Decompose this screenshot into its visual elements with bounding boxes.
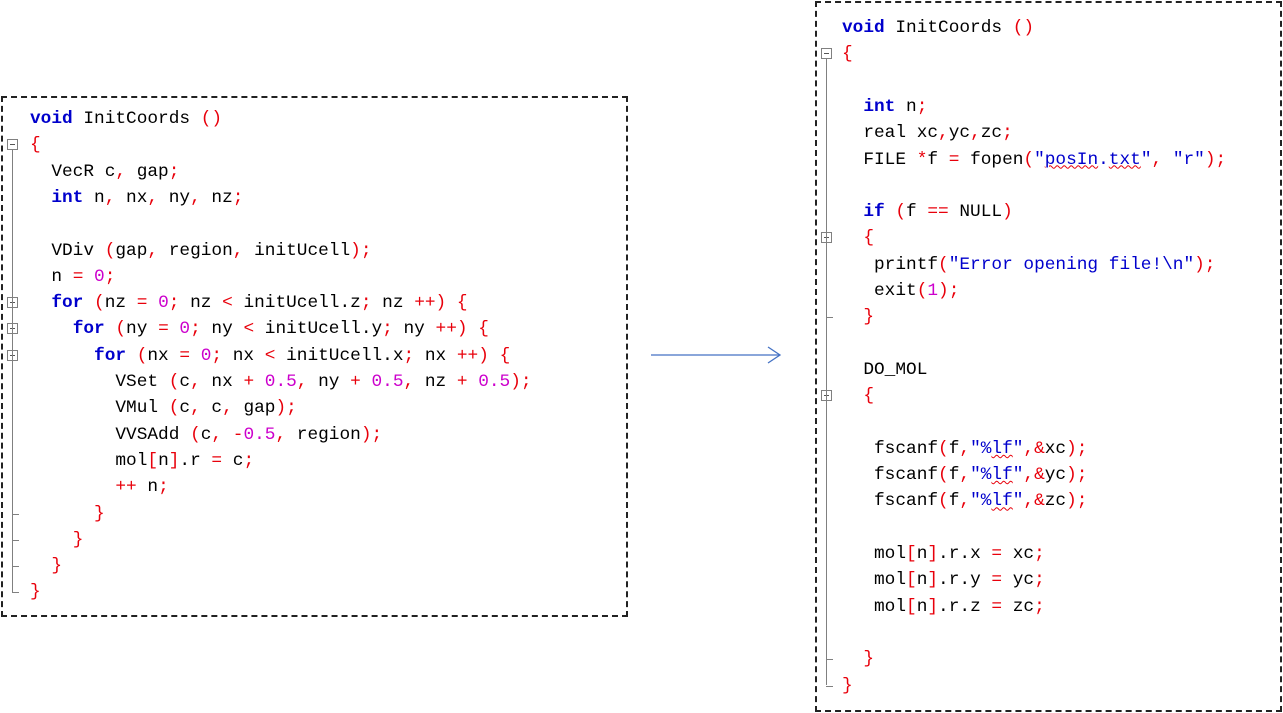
code-line: VecR c, gap; bbox=[51, 161, 180, 182]
code-line: { bbox=[842, 44, 853, 65]
code-line: } bbox=[51, 556, 63, 577]
code-line: { bbox=[863, 228, 875, 249]
fold-end-tick bbox=[826, 317, 833, 319]
code-line: fscanf(f,"%lf",&xc); bbox=[874, 438, 1088, 459]
arrow-right-icon bbox=[651, 346, 782, 364]
code-line: ++ n; bbox=[115, 477, 169, 498]
modified-code-panel: void InitCoords () { int n; real xc,yc,zc… bbox=[815, 1, 1282, 712]
code-line: if (f == NULL) bbox=[863, 202, 1013, 223]
code-line: mol[n].r.x = xc; bbox=[874, 544, 1045, 564]
code-line: } bbox=[863, 649, 875, 670]
code-line: real xc,yc,zc; bbox=[863, 123, 1013, 144]
code-line: int n, nx, ny, nz; bbox=[51, 187, 244, 208]
code-line: } bbox=[863, 307, 875, 328]
code-line: } bbox=[30, 582, 41, 603]
code-line: VVSAdd (c, -0.5, region); bbox=[115, 424, 383, 445]
code-line: fscanf(f,"%lf",&zc); bbox=[874, 491, 1088, 512]
fold-guide-line bbox=[826, 59, 827, 686]
code-line: int n; bbox=[863, 96, 928, 117]
fold-end-tick bbox=[826, 659, 833, 661]
code-line: void InitCoords () bbox=[30, 109, 223, 129]
original-code-panel: void InitCoords () { VecR c, gap; int n, … bbox=[1, 96, 628, 617]
code-line: mol[n].r.y = yc; bbox=[874, 570, 1045, 591]
code-line: printf("Error opening file!\n"); bbox=[874, 254, 1216, 275]
code-line: FILE *f = fopen("posIn.txt", "r"); bbox=[863, 149, 1227, 170]
fold-end-tick bbox=[12, 566, 19, 568]
code-line: n = 0; bbox=[51, 266, 116, 287]
code-line: VSet (c, nx + 0.5, ny + 0.5, nz + 0.5); bbox=[115, 372, 532, 392]
code-line: DO_MOL bbox=[863, 359, 928, 380]
code-line: for (nz = 0; nz < initUcell.z; nz ++) { bbox=[51, 293, 468, 314]
code-line: fscanf(f,"%lf",&yc); bbox=[874, 465, 1088, 486]
fold-end-tick bbox=[12, 539, 19, 541]
code-line: VDiv (gap, region, initUcell); bbox=[51, 240, 372, 261]
fold-end-tick bbox=[12, 513, 19, 515]
code-line: mol[n].r.z = zc; bbox=[874, 596, 1045, 617]
code-line: } bbox=[94, 503, 105, 524]
code-line: mol[n].r = c; bbox=[115, 450, 255, 471]
code-line: { bbox=[30, 135, 41, 156]
fold-collapse-icon[interactable] bbox=[7, 139, 18, 151]
code-line: void InitCoords () bbox=[842, 18, 1035, 38]
code-line: for (nx = 0; nx < initUcell.x; nx ++) { bbox=[94, 345, 511, 366]
code-line: VMul (c, c, gap); bbox=[115, 398, 297, 419]
fold-collapse-icon[interactable] bbox=[821, 48, 832, 60]
code-line: } bbox=[842, 675, 853, 696]
fold-end-tick bbox=[12, 592, 19, 594]
code-line: for (ny = 0; ny < initUcell.y; ny ++) { bbox=[72, 319, 489, 340]
fold-guide-line bbox=[12, 150, 13, 593]
code-line: exit(1); bbox=[874, 281, 960, 301]
code-line: { bbox=[863, 386, 875, 407]
fold-end-tick bbox=[826, 685, 833, 687]
code-line: } bbox=[72, 529, 84, 550]
